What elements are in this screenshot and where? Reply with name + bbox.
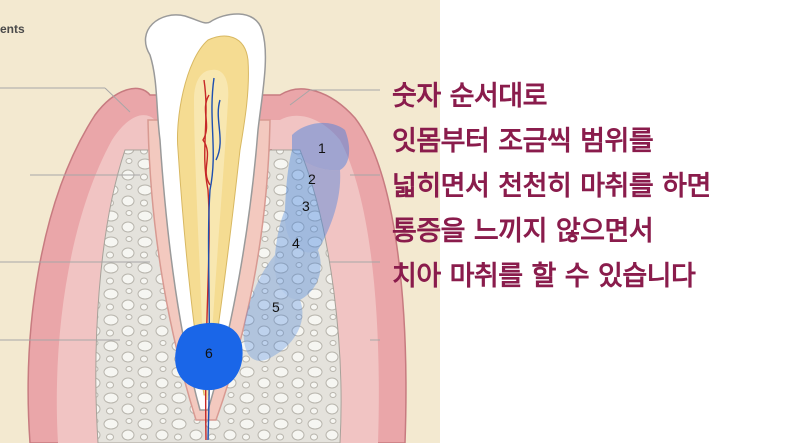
zone-label-3: 3 — [302, 198, 310, 214]
zone-label-2: 2 — [308, 171, 316, 187]
caption-line-3: 넓히면서 천천히 마취를 하면 — [392, 171, 711, 202]
zone-area-6 — [175, 322, 243, 391]
caption-line-1: 숫자 순서대로 — [392, 81, 547, 112]
caption-text: 숫자 순서대로 잇몸부터 조금씩 범위를 넓히면서 천천히 마취를 하면 통증을… — [392, 74, 797, 299]
zone-label-5: 5 — [272, 299, 280, 315]
tooth-cross-section-diagram: 1 2 3 4 5 6 — [0, 0, 440, 443]
zone-label-6: 6 — [205, 345, 213, 361]
leader-lines — [0, 87, 380, 341]
zone-label-1: 1 — [318, 140, 326, 156]
caption-line-2: 잇몸부터 조금씩 범위를 — [392, 126, 654, 157]
zone-area-1 — [292, 122, 350, 171]
zone-area-4 — [274, 210, 321, 300]
zone-area-5 — [243, 255, 303, 361]
diagram-header-label: ents — [0, 22, 25, 36]
zone-label-4: 4 — [292, 235, 300, 251]
caption-line-5: 치아 마취를 할 수 있습니다 — [392, 261, 696, 292]
pulp-canal — [194, 69, 229, 400]
caption-line-4: 통증을 느끼지 않으면서 — [392, 216, 654, 247]
zone-area-2-3 — [284, 150, 341, 253]
